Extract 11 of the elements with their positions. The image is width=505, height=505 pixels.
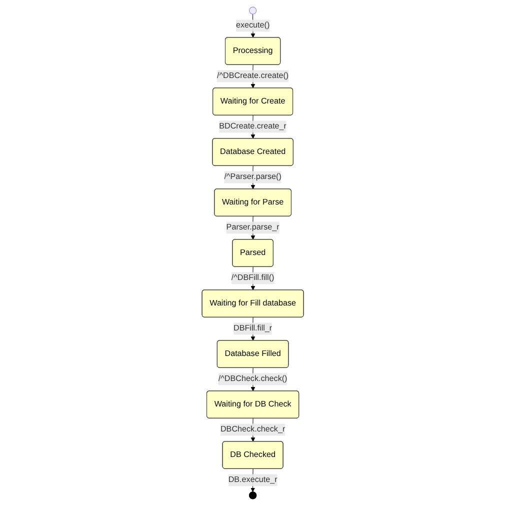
edge-label: /^DBCreate.create() <box>216 71 288 80</box>
edge-label: DBCheck.check_r <box>220 424 285 434</box>
edge-label: /^DBCheck.check() <box>218 374 287 383</box>
edge-label: Parser.parse_r <box>226 222 279 232</box>
edge-label: DB.execute_r <box>228 475 277 484</box>
edge-label: /^DBFill.fill() <box>231 273 274 282</box>
edge-label: execute() <box>236 20 270 30</box>
edge-label: /^Parser.parse() <box>224 172 282 181</box>
edge-label: BDCreate.create_r <box>218 122 286 130</box>
node-circle <box>248 6 256 14</box>
edge-label: DBFill.fill_r <box>233 324 272 332</box>
